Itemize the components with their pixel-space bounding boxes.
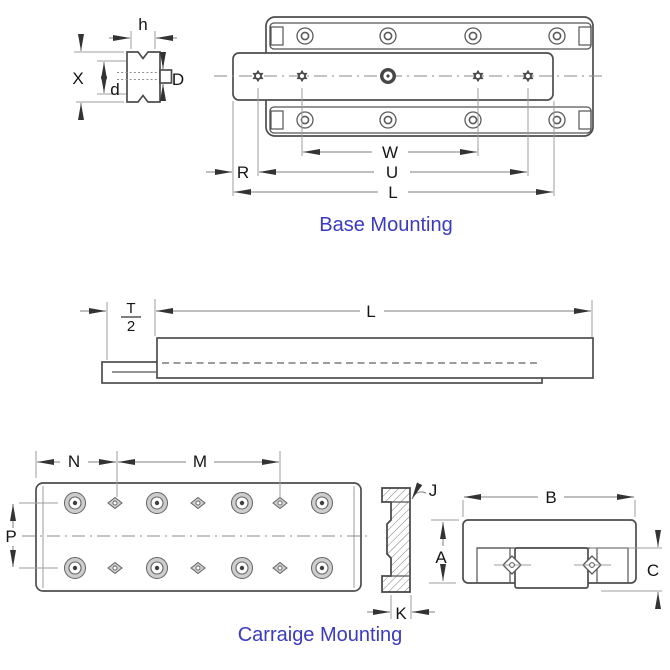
dim-label-h: h — [138, 15, 147, 34]
dim-label-U: U — [386, 163, 398, 182]
dim-label-L-side: L — [366, 302, 375, 321]
counterbored-hole — [310, 491, 334, 515]
dim-label-C: C — [647, 561, 659, 580]
counterbored-hole — [230, 491, 254, 515]
top-plate-left-tab — [270, 26, 284, 46]
dim-label-T: T — [126, 300, 135, 317]
dim-label-M: M — [193, 452, 207, 471]
dim-label-L-base: L — [388, 183, 397, 202]
wheel-stud — [159, 69, 173, 84]
bottom-wheel-plate — [269, 106, 592, 134]
counterbored-hole — [145, 491, 169, 515]
mounting-hole — [379, 27, 397, 45]
wheel-cross-section: h X d D — [72, 15, 184, 120]
dim-label-A: A — [435, 548, 447, 567]
caption-carriage-mounting: Carraige Mounting — [238, 624, 403, 646]
dim-label-J: J — [429, 481, 438, 500]
caption-base-mounting: Base Mounting — [319, 214, 452, 236]
dim-label-d: d — [110, 80, 119, 99]
mounting-hole — [296, 27, 314, 45]
carriage-end-view: B A C — [429, 488, 662, 609]
dim-label-K: K — [395, 604, 407, 623]
vee-wheel-profile — [126, 51, 161, 103]
base-mounting-top-view: W R U L Base Mounting — [206, 16, 606, 236]
counterbored-hole — [145, 556, 169, 580]
dim-label-R: R — [237, 163, 249, 182]
dim-label-X: X — [72, 69, 83, 88]
mounting-hole — [548, 111, 566, 129]
mounting-hole — [548, 27, 566, 45]
top-plate-right-tab — [578, 26, 592, 46]
dim-label-P: P — [5, 527, 16, 546]
counterbored-hole — [310, 556, 334, 580]
side-carriage — [156, 337, 594, 379]
slide-side-view: T 2 L — [80, 299, 594, 384]
carriage-plate-view: N M P — [5, 451, 372, 592]
counterbored-hole — [63, 556, 87, 580]
mounting-hole — [296, 111, 314, 129]
dim-label-N: N — [68, 452, 80, 471]
dim-label-D: D — [172, 70, 184, 89]
counterbored-hole — [230, 556, 254, 580]
mounting-hole — [464, 27, 482, 45]
mounting-hole — [464, 111, 482, 129]
dim-label-W: W — [382, 143, 398, 162]
bottom-plate-left-tab — [270, 110, 284, 130]
dim-label-B: B — [545, 488, 556, 507]
top-wheel-plate — [269, 22, 592, 50]
mounting-hole — [379, 111, 397, 129]
rail-center-hole — [380, 67, 396, 85]
end-view-rail — [514, 547, 589, 589]
roller-axis-left — [509, 562, 515, 568]
bottom-plate-right-tab — [578, 110, 592, 130]
carriage-cross-section: J K — [367, 481, 437, 623]
counterbored-hole — [63, 491, 87, 515]
dim-label-T-den: 2 — [127, 318, 135, 335]
roller-axis-right — [589, 562, 595, 568]
